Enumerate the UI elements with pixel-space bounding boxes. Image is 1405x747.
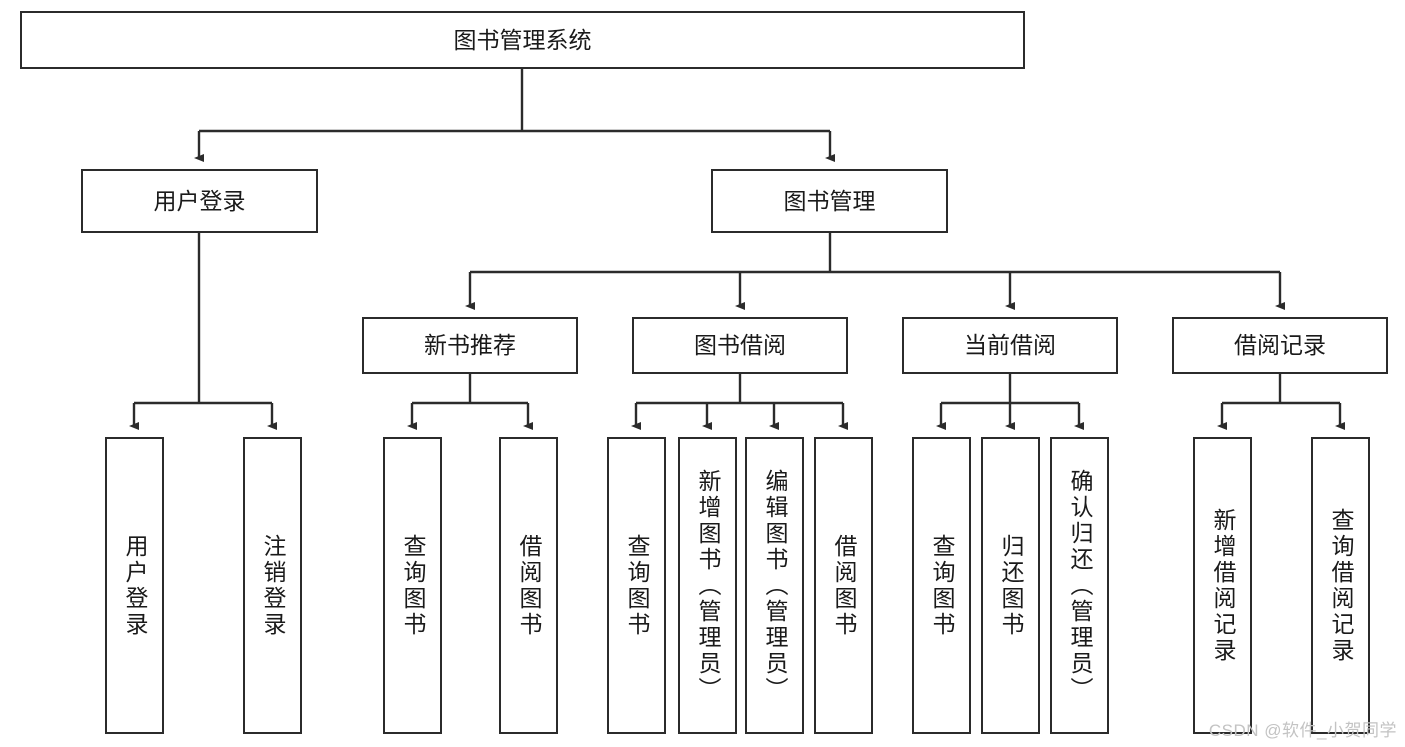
node-label: 当前借阅 [964, 332, 1056, 359]
node-label: 归还图书 [998, 533, 1024, 638]
node-book-borrow[interactable]: 图书借阅 [632, 317, 848, 374]
leaf-new-book-borrow-book[interactable]: 借阅图书 [499, 437, 558, 734]
leaf-book-borrow-query-book[interactable]: 查询图书 [607, 437, 666, 734]
leaf-book-borrow-edit-book[interactable]: 编辑图书（管理员） [745, 437, 804, 734]
node-label: 图书管理 [783, 187, 876, 214]
node-label: 新书推荐 [424, 332, 516, 359]
leaf-borrow-record-add-record[interactable]: 新增借阅记录 [1193, 437, 1252, 734]
node-label: 用户登录 [122, 533, 148, 638]
node-label: 借阅图书 [831, 533, 857, 638]
leaf-book-borrow-borrow-book[interactable]: 借阅图书 [814, 437, 873, 734]
leaf-new-book-query-book[interactable]: 查询图书 [383, 437, 442, 734]
leaf-borrow-record-query-record[interactable]: 查询借阅记录 [1311, 437, 1370, 734]
leaf-current-borrow-query-book[interactable]: 查询图书 [912, 437, 971, 734]
leaf-current-borrow-return-book[interactable]: 归还图书 [981, 437, 1040, 734]
node-label: 新增图书（管理员） [695, 468, 721, 703]
node-new-book-recommend[interactable]: 新书推荐 [362, 317, 578, 374]
node-root-system[interactable]: 图书管理系统 [20, 11, 1025, 69]
node-label: 图书管理系统 [453, 26, 592, 53]
node-borrow-record[interactable]: 借阅记录 [1172, 317, 1388, 374]
node-label: 新增借阅记录 [1210, 507, 1236, 664]
node-book-management[interactable]: 图书管理 [711, 169, 948, 233]
leaf-user-login-logout[interactable]: 注销登录 [243, 437, 302, 734]
node-label: 查询借阅记录 [1328, 507, 1354, 664]
csdn-watermark: CSDN @软件_小贺同学 [1208, 721, 1397, 740]
node-label: 查询图书 [400, 533, 426, 638]
node-label: 查询图书 [624, 533, 650, 638]
leaf-book-borrow-add-book[interactable]: 新增图书（管理员） [678, 437, 737, 734]
leaf-user-login-login[interactable]: 用户登录 [105, 437, 164, 734]
node-label: 借阅图书 [516, 533, 542, 638]
node-label: 确认归还（管理员） [1067, 468, 1093, 703]
node-label: 借阅记录 [1234, 332, 1326, 359]
node-current-borrow[interactable]: 当前借阅 [902, 317, 1118, 374]
node-label: 注销登录 [260, 533, 286, 638]
node-user-login[interactable]: 用户登录 [81, 169, 318, 233]
leaf-current-borrow-confirm-return[interactable]: 确认归还（管理员） [1050, 437, 1109, 734]
node-label: 图书借阅 [694, 332, 786, 359]
node-label: 查询图书 [929, 533, 955, 638]
node-label: 用户登录 [153, 187, 246, 214]
node-label: 编辑图书（管理员） [762, 468, 788, 703]
